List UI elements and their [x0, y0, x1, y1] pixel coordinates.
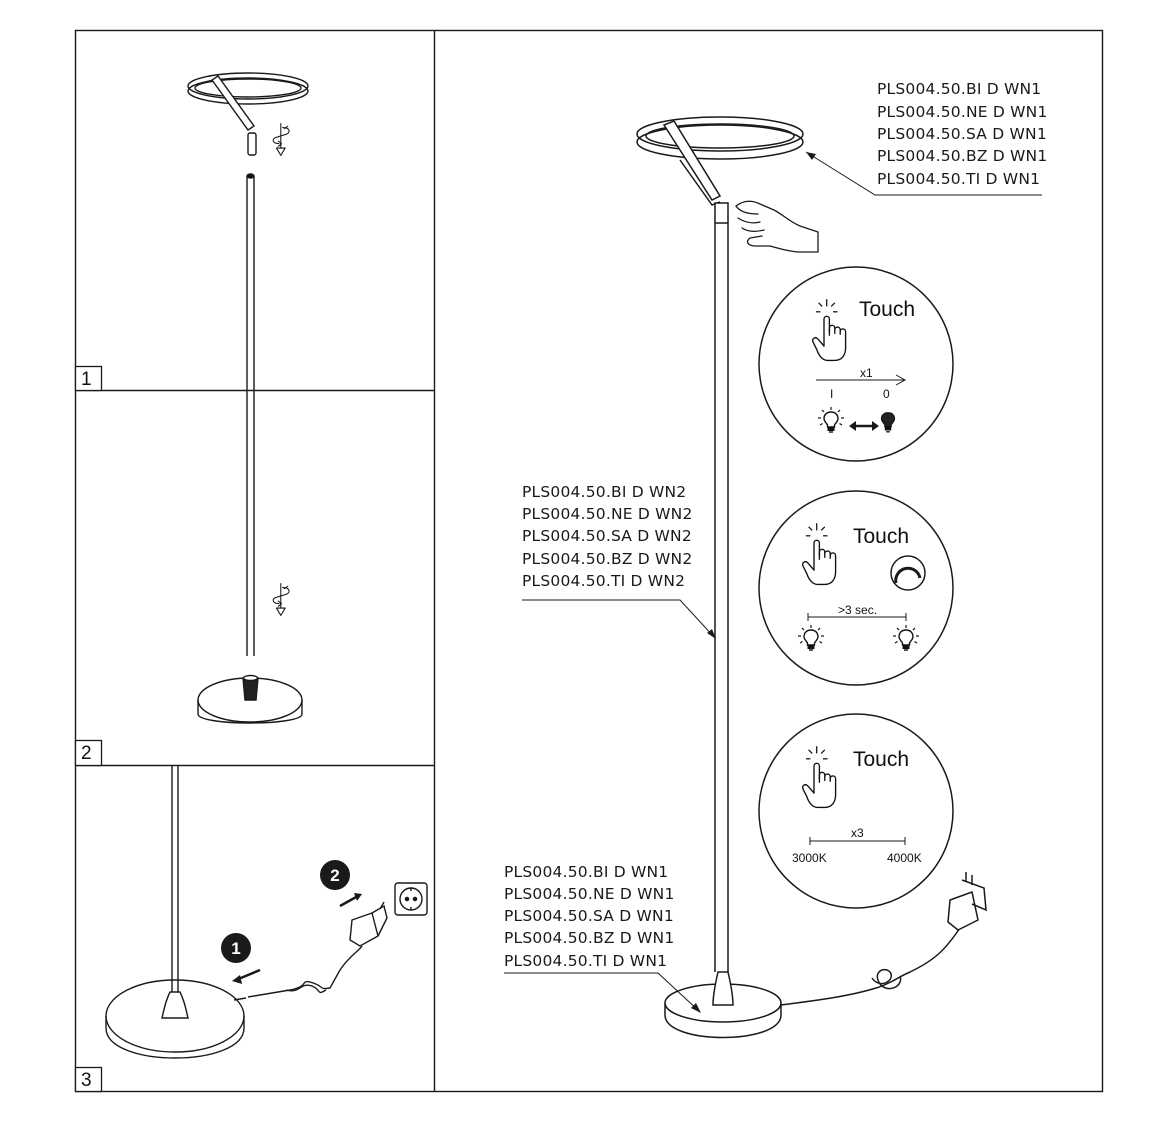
- svg-text:PLS004.50.TI D WN1: PLS004.50.TI D WN1: [877, 170, 1040, 188]
- svg-text:Touch: Touch: [853, 525, 909, 548]
- lamp-base-icon: [105, 979, 245, 1059]
- svg-text:PLS004.50.SA D WN2: PLS004.50.SA D WN2: [522, 527, 692, 545]
- twist-lock-arrow-icon: [272, 122, 290, 157]
- pole-part-labels: PLS004.50.BI D WN2 PLS004.50.NE D WN2 PL…: [522, 483, 716, 639]
- step-1-label: 1: [74, 365, 103, 392]
- svg-text:PLS004.50.BI D WN1: PLS004.50.BI D WN1: [504, 863, 668, 881]
- svg-text:PLS004.50.BZ D WN2: PLS004.50.BZ D WN2: [522, 550, 692, 568]
- lamp-base-icon: [664, 971, 782, 1039]
- svg-text:x1: x1: [860, 366, 873, 380]
- touch-panel-color-temperature: Touch x3 3000K 4000K: [758, 713, 954, 909]
- wall-socket-icon: [394, 882, 428, 916]
- callout-2: 2: [320, 860, 362, 908]
- svg-text:PLS004.50.NE D WN1: PLS004.50.NE D WN1: [877, 103, 1048, 121]
- twist-lock-arrow-icon: [272, 582, 290, 617]
- svg-text:>3 sec.: >3 sec.: [838, 603, 877, 617]
- svg-text:1: 1: [231, 939, 240, 958]
- svg-text:3000K: 3000K: [792, 851, 827, 865]
- svg-text:PLS004.50.BZ D WN1: PLS004.50.BZ D WN1: [877, 147, 1047, 165]
- svg-text:x3: x3: [851, 826, 864, 840]
- svg-text:Touch: Touch: [859, 298, 915, 321]
- svg-text:4000K: 4000K: [887, 851, 922, 865]
- main-lamp-drawing: [636, 116, 987, 1039]
- svg-text:PLS004.50.NE D WN1: PLS004.50.NE D WN1: [504, 885, 675, 903]
- svg-text:0: 0: [883, 387, 890, 401]
- double-arrow-icon: [849, 421, 879, 431]
- svg-text:PLS004.50.TI D WN1: PLS004.50.TI D WN1: [504, 952, 667, 970]
- step-3-drawing: [105, 766, 388, 1059]
- svg-text:PLS004.50.TI D WN2: PLS004.50.TI D WN2: [522, 572, 685, 590]
- svg-text:1: 1: [81, 369, 92, 390]
- step-3-label: 3: [74, 1066, 103, 1093]
- step-2-label: 2: [74, 739, 103, 767]
- touch-panel-on-off: Touch x1 I 0: [758, 266, 954, 462]
- svg-text:PLS004.50.SA D WN1: PLS004.50.SA D WN1: [504, 907, 674, 925]
- power-adapter-icon: [349, 901, 388, 947]
- svg-text:I: I: [830, 387, 833, 401]
- svg-text:2: 2: [330, 866, 339, 885]
- svg-text:PLS004.50.BZ D WN1: PLS004.50.BZ D WN1: [504, 929, 674, 947]
- svg-text:PLS004.50.SA D WN1: PLS004.50.SA D WN1: [877, 125, 1047, 143]
- ring-lamp-head-icon: [187, 72, 309, 156]
- svg-text:3: 3: [81, 1070, 92, 1091]
- callout-1: 1: [221, 933, 261, 984]
- hand-touch-icon: [735, 200, 819, 253]
- head-part-labels: PLS004.50.BI D WN1 PLS004.50.NE D WN1 PL…: [805, 80, 1048, 196]
- touch-panel-dimming: Touch >3 sec.: [758, 490, 954, 686]
- base-part-labels: PLS004.50.BI D WN1 PLS004.50.NE D WN1 PL…: [504, 863, 701, 1013]
- svg-text:PLS004.50.NE D WN2: PLS004.50.NE D WN2: [522, 505, 693, 523]
- ring-lamp-head-icon: [636, 116, 804, 206]
- svg-text:Touch: Touch: [853, 748, 909, 771]
- dimmer-dial-icon: [890, 555, 926, 591]
- svg-text:PLS004.50.BI D WN1: PLS004.50.BI D WN1: [877, 80, 1041, 98]
- power-adapter-icon: [947, 872, 987, 931]
- svg-text:PLS004.50.BI D WN2: PLS004.50.BI D WN2: [522, 483, 686, 501]
- assembly-drawing: [187, 72, 309, 724]
- svg-text:2: 2: [81, 743, 92, 764]
- frame: [74, 29, 1104, 1093]
- lamp-base-icon: [197, 674, 303, 724]
